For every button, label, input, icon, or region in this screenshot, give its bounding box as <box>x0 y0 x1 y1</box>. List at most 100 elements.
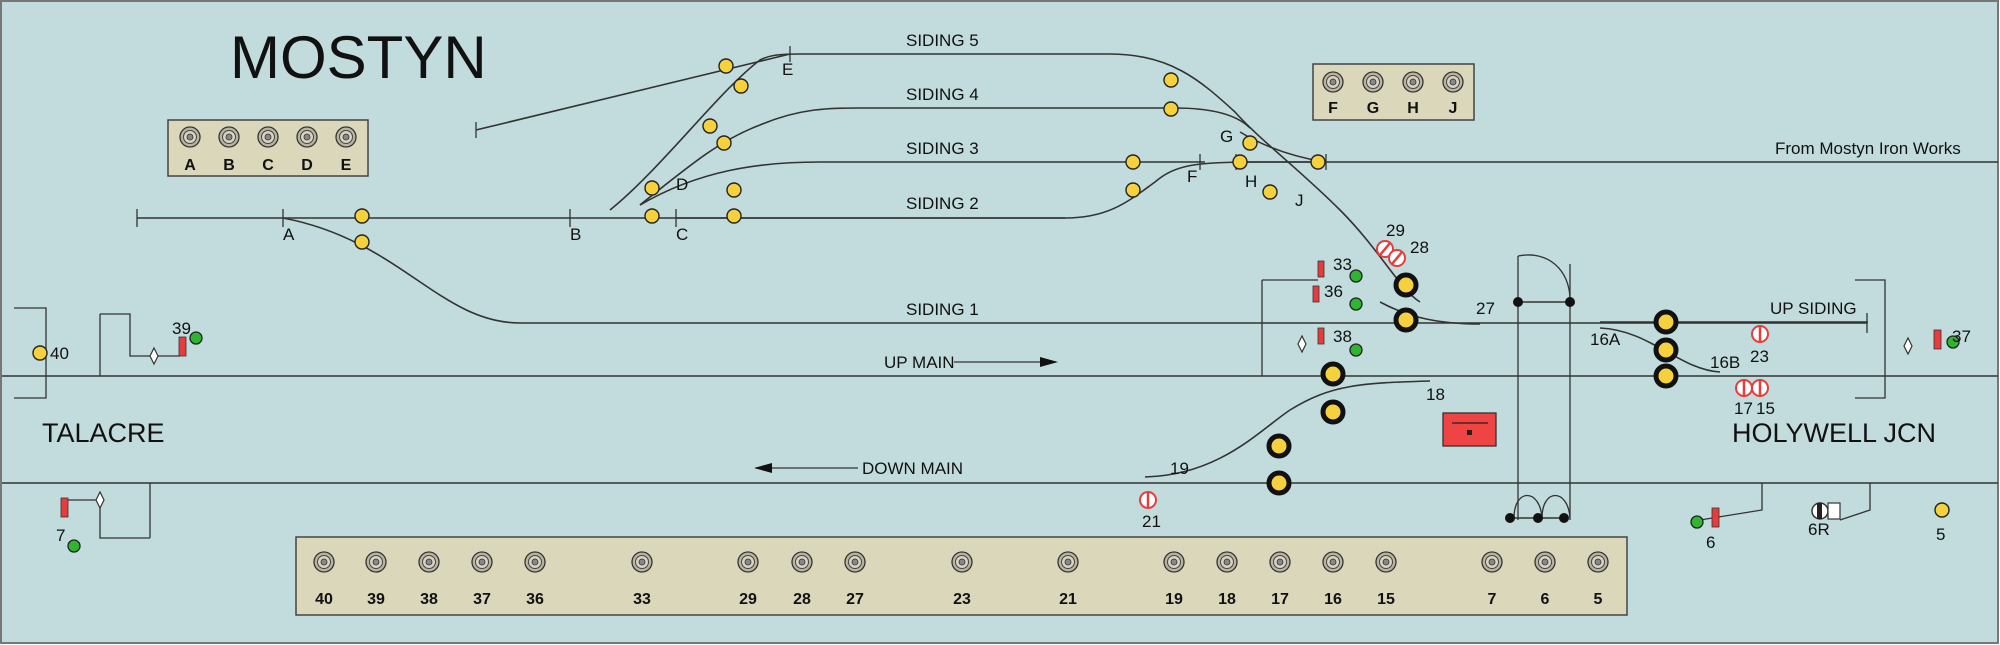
lever-frame-switch-23[interactable]: 23 <box>951 551 973 608</box>
lever-frame-switch-21[interactable]: 21 <box>1057 551 1079 608</box>
lever-frame-switch-38[interactable]: 38 <box>418 551 440 608</box>
point-f-label: F <box>1187 167 1197 186</box>
siding-3-track <box>639 161 1205 206</box>
point-d-label: D <box>676 175 688 194</box>
lever-frame-switch-40[interactable]: 40 <box>313 551 335 608</box>
siding-1-label: SIDING 1 <box>906 300 979 319</box>
signal-6-label: 6 <box>1706 533 1715 552</box>
point-indicators <box>32 58 1950 518</box>
lever-frame-switch-6[interactable]: 6 <box>1534 551 1556 608</box>
ground-frame-switch-label: C <box>262 157 274 174</box>
up-siding-label: UP SIDING <box>1770 299 1857 318</box>
signal-21-label: 21 <box>1142 512 1161 531</box>
ground-frame-switch-h[interactable]: H <box>1402 71 1424 117</box>
signal-18-label: 18 <box>1426 385 1445 404</box>
signal-38-label: 38 <box>1333 327 1352 346</box>
point-b-label: B <box>570 225 581 244</box>
siding-2-label: SIDING 2 <box>906 194 979 213</box>
lever-frame-switch-label: 28 <box>793 591 811 608</box>
ground-frame-switch-j[interactable]: J <box>1442 71 1464 117</box>
lever-frame-switch-17[interactable]: 17 <box>1269 551 1291 608</box>
lever-frame-switch-37[interactable]: 37 <box>471 551 493 608</box>
signal-29-label: 29 <box>1386 221 1405 240</box>
ground-frame-switch-label: H <box>1407 100 1419 117</box>
signal-39-label: 39 <box>172 319 191 338</box>
lever-frame-switch-18[interactable]: 18 <box>1216 551 1238 608</box>
ground-frame-switch-a[interactable]: A <box>179 126 201 174</box>
ground-frame-switch-label: G <box>1367 100 1379 117</box>
ground-frame-switch-label: D <box>301 157 313 174</box>
ground-frame-switch-f[interactable]: F <box>1322 71 1344 117</box>
point-a-label: A <box>283 225 295 244</box>
ground-frame-abcde: A B C D E <box>167 119 369 177</box>
siding-2-track <box>676 161 1310 219</box>
siding-1-track <box>282 217 1867 324</box>
siding-4-label: SIDING 4 <box>906 85 979 104</box>
signal-28-label: 28 <box>1410 238 1429 257</box>
siding-5-track <box>609 53 1421 303</box>
ground-frame-switch-b[interactable]: B <box>218 126 240 174</box>
ground-frame-switch-label: J <box>1449 100 1458 117</box>
lever-frame-switch-19[interactable]: 19 <box>1163 551 1185 608</box>
lever-frame-switch-39[interactable]: 39 <box>365 551 387 608</box>
lever-frame-switch-label: 39 <box>367 591 385 608</box>
lever-frame-switch-label: 38 <box>420 591 438 608</box>
ground-frame-switch-label: F <box>1328 100 1338 117</box>
down-main-label: DOWN MAIN <box>862 459 963 478</box>
signal-27-label: 27 <box>1476 299 1495 318</box>
lever-frame-switch-label: 18 <box>1218 591 1236 608</box>
signal-16a-label: 16A <box>1590 330 1621 349</box>
lever-frame-switch-label: 6 <box>1541 591 1550 608</box>
ground-frame-switch-g[interactable]: G <box>1362 71 1384 117</box>
lever-frame-switch-16[interactable]: 16 <box>1322 551 1344 608</box>
ground-frame-switch-c[interactable]: C <box>257 126 279 174</box>
up-main-label: UP MAIN <box>884 353 955 372</box>
ground-frame-switch-label: E <box>341 157 352 174</box>
lever-frame-switch-27[interactable]: 27 <box>844 551 866 608</box>
point-c-label: C <box>676 225 688 244</box>
lever-frame-switch-label: 29 <box>739 591 757 608</box>
signal-16b-label: 16B <box>1710 353 1740 372</box>
signal-33-label: 33 <box>1333 255 1352 274</box>
main-point-indicators <box>1266 272 1679 496</box>
signal-15-label: 15 <box>1756 399 1775 418</box>
level-crossing <box>1505 254 1575 523</box>
lever-frame-switch-label: 33 <box>633 591 651 608</box>
signal-17-label: 17 <box>1734 399 1753 418</box>
siding-3-label: SIDING 3 <box>906 139 979 158</box>
lever-frame-switch-36[interactable]: 36 <box>524 551 546 608</box>
signal-23-label: 23 <box>1750 347 1769 366</box>
lever-frame-switch-label: 23 <box>953 591 971 608</box>
lever-frame-switch-7[interactable]: 7 <box>1481 551 1503 608</box>
holywell-label: HOLYWELL JCN <box>1732 418 1936 448</box>
iron-works-label: From Mostyn Iron Works <box>1775 139 1961 158</box>
ground-frame-switch-d[interactable]: D <box>296 126 318 174</box>
lever-frame-switch-label: 40 <box>315 591 333 608</box>
signal-6r-label: 6R <box>1808 520 1830 539</box>
lever-frame-switch-label: 16 <box>1324 591 1342 608</box>
lever-frame-switch-label: 21 <box>1059 591 1077 608</box>
ground-frame-switch-label: B <box>223 157 235 174</box>
siding-5-label: SIDING 5 <box>906 31 979 50</box>
signal-heads <box>60 240 1960 553</box>
lever-frame-switch-label: 36 <box>526 591 544 608</box>
lever-frame-switch-5[interactable]: 5 <box>1587 551 1609 608</box>
point-g-label: G <box>1220 127 1233 146</box>
lever-frame-switch-29[interactable]: 29 <box>737 551 759 608</box>
lever-frame-switch-label: 27 <box>846 591 864 608</box>
lever-frame-switch-15[interactable]: 15 <box>1375 551 1397 608</box>
crossover-19-18 <box>1144 380 1431 478</box>
lever-frame-switch-33[interactable]: 33 <box>631 551 653 608</box>
signal-5-label: 5 <box>1936 525 1945 544</box>
lever-frame-switch-label: 19 <box>1165 591 1183 608</box>
point-j-label: J <box>1295 191 1304 210</box>
block-instrument[interactable] <box>1442 412 1497 447</box>
point-h-label: H <box>1245 172 1257 191</box>
lever-frame-switch-label: 37 <box>473 591 491 608</box>
lever-frame-switch-label: 17 <box>1271 591 1289 608</box>
ground-frame-switch-e[interactable]: E <box>335 126 357 174</box>
lever-frame-switch-28[interactable]: 28 <box>791 551 813 608</box>
